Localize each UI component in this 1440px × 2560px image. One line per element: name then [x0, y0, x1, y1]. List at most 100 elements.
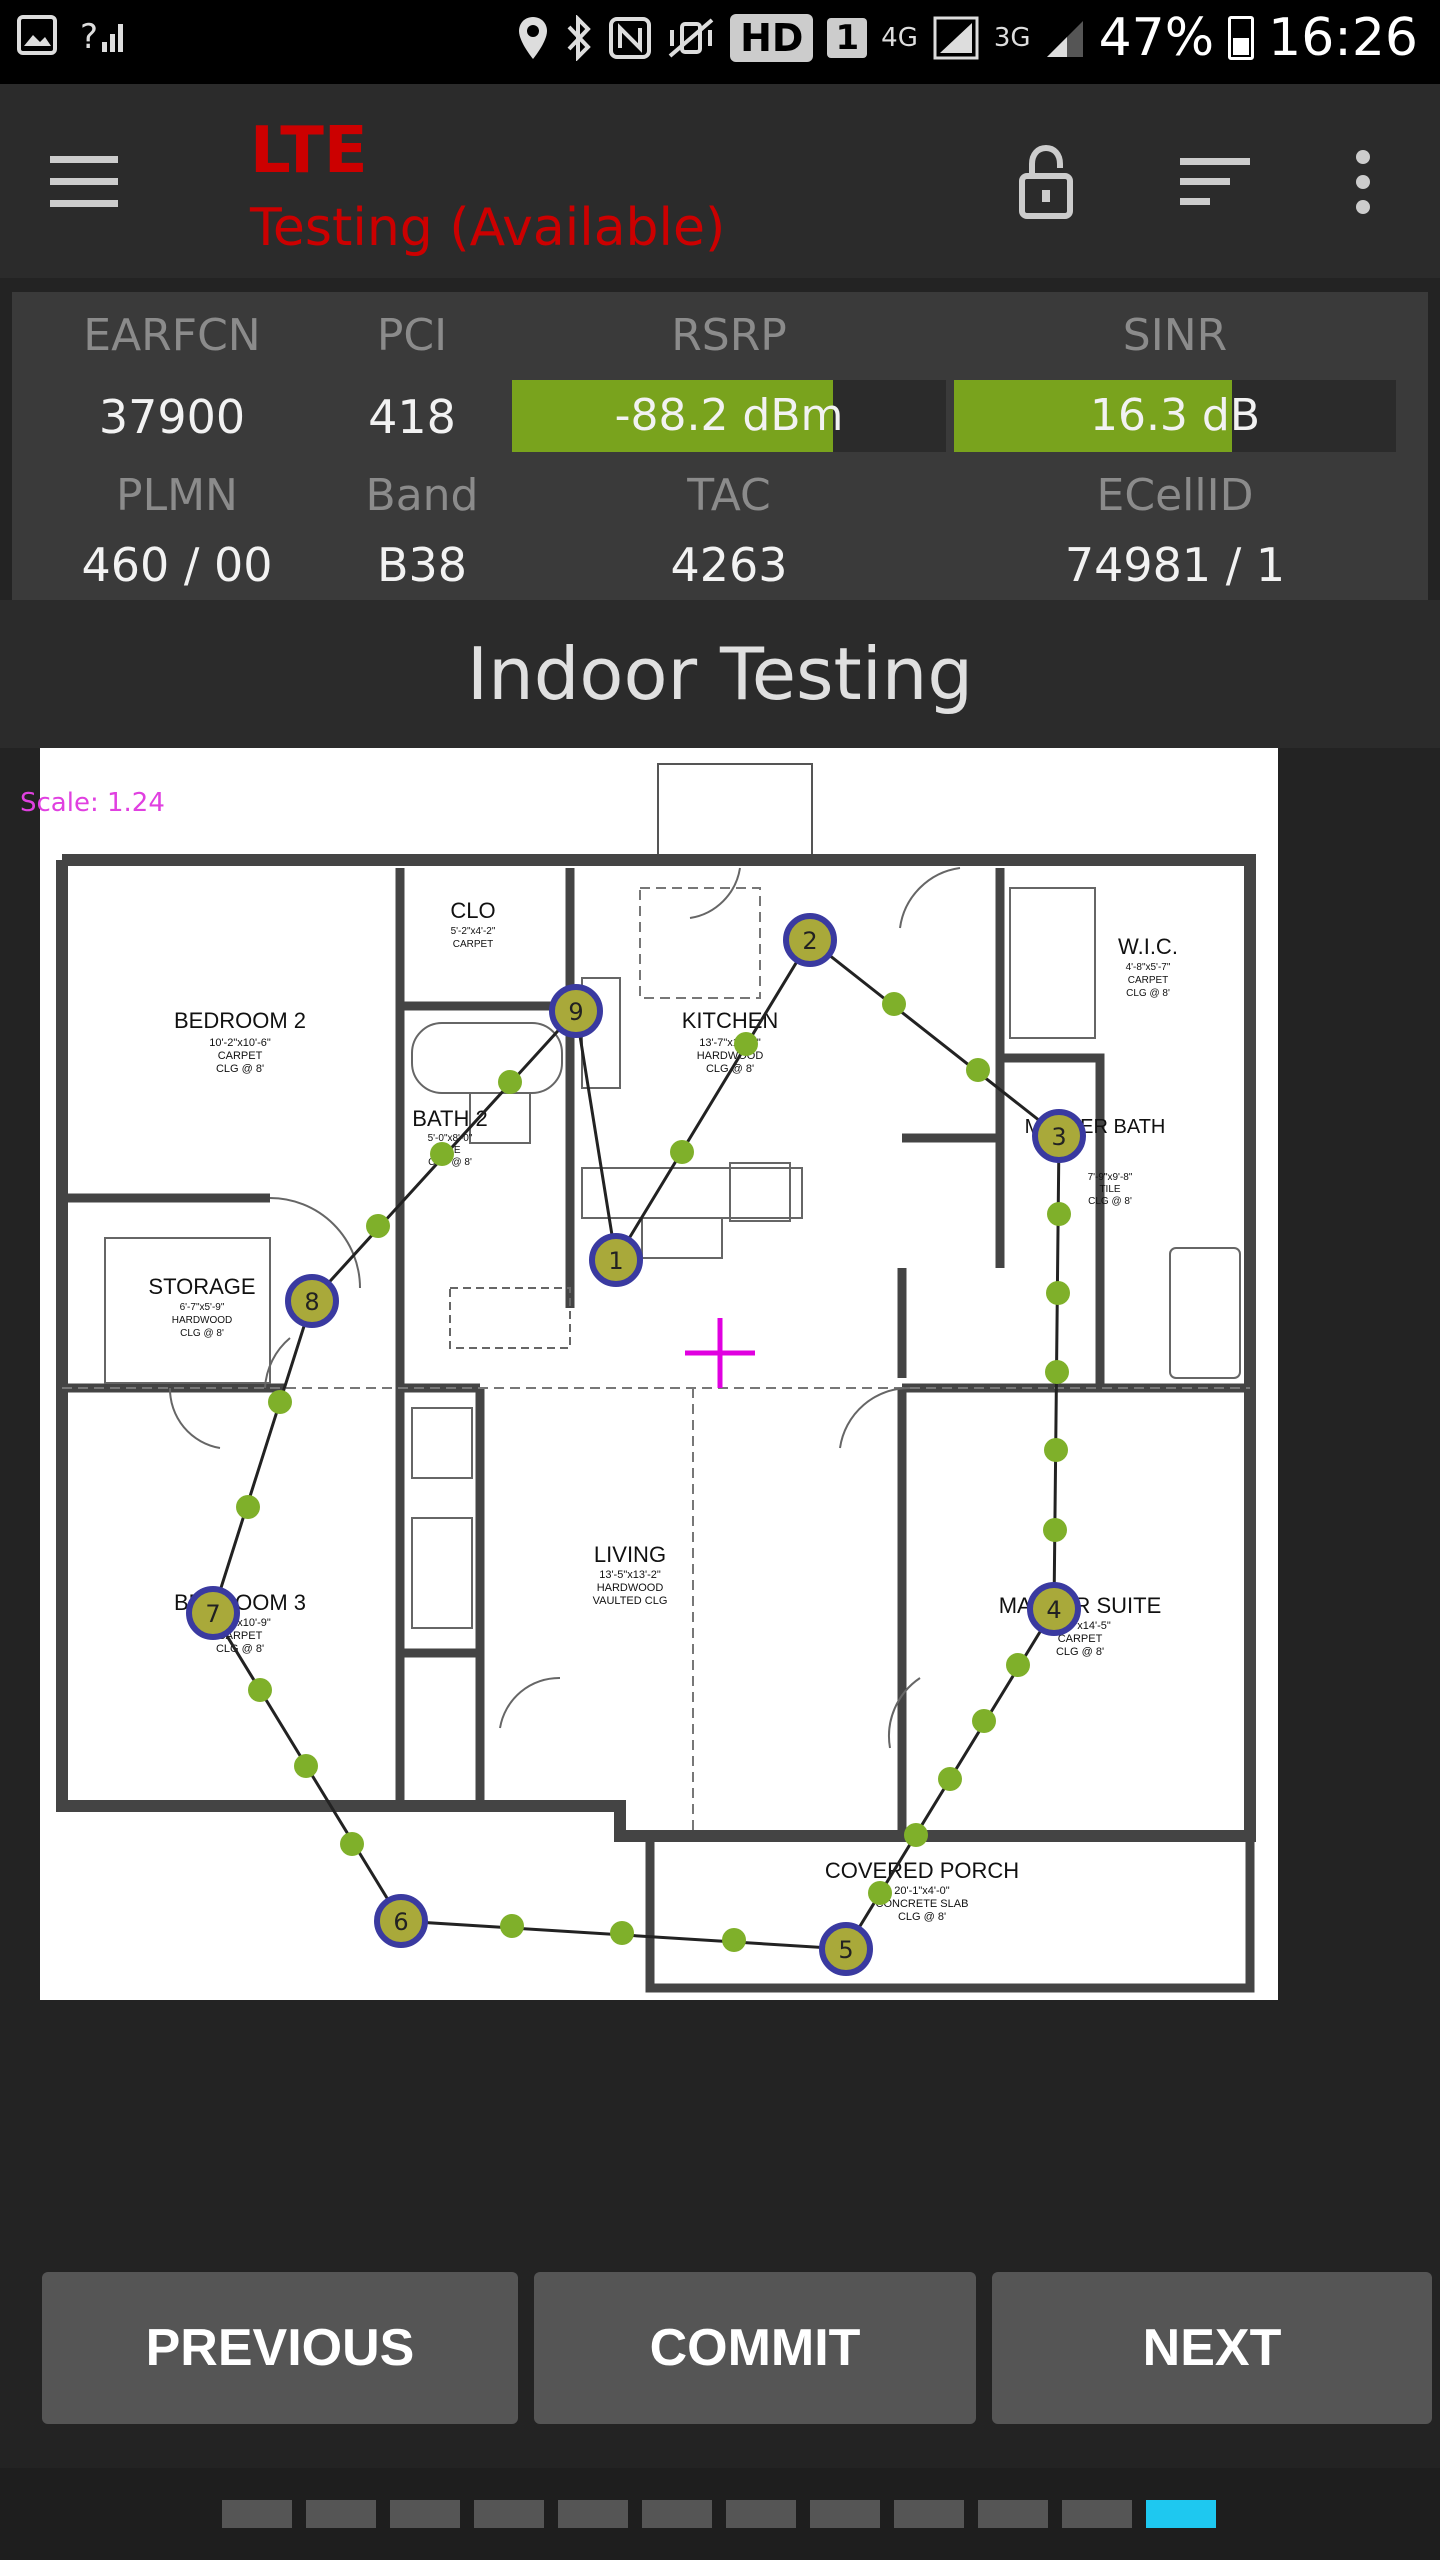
svg-text:2: 2: [802, 927, 817, 955]
marker-5[interactable]: 5: [819, 1922, 873, 1976]
marker-7[interactable]: 7: [186, 1586, 240, 1640]
svg-text:1: 1: [608, 1247, 623, 1275]
section-title-band: [0, 600, 1440, 748]
room-kitchen-name: KITCHEN: [682, 1008, 779, 1033]
sample-point: [1047, 1202, 1071, 1226]
crosshair-icon: [685, 1318, 755, 1388]
marker-4[interactable]: 4: [1027, 1582, 1081, 1636]
signal-strength-icon: [933, 16, 979, 60]
room-wic-floor: CARPET: [1128, 975, 1169, 986]
pci-value: 418: [368, 390, 456, 444]
sample-point: [248, 1678, 272, 1702]
marker-6[interactable]: 6: [374, 1894, 428, 1948]
page-indicator-dot: [1062, 2500, 1132, 2528]
floor-plan-drawing: BEDROOM 2 10'-2"x10'-6" CARPET CLG @ 8' …: [56, 763, 1256, 1993]
svg-text:3: 3: [1051, 1123, 1066, 1151]
nfc-icon: [609, 17, 652, 59]
svg-text:7: 7: [205, 1600, 220, 1628]
previous-button[interactable]: PREVIOUS: [42, 2272, 518, 2424]
sample-point: [972, 1709, 996, 1733]
room-clo-name: CLO: [450, 898, 495, 923]
sample-point: [1006, 1653, 1030, 1677]
room-living-name: LIVING: [594, 1542, 666, 1567]
unlock-icon[interactable]: [1018, 144, 1074, 220]
app-bar: LTE Testing (Available): [0, 84, 1440, 278]
app-title: LTE: [250, 114, 368, 188]
location-icon: [519, 17, 548, 59]
more-options-icon[interactable]: [1352, 150, 1372, 214]
marker-9[interactable]: 9: [549, 984, 603, 1038]
room-storage-name: STORAGE: [148, 1274, 255, 1299]
marker-8[interactable]: 8: [285, 1274, 339, 1328]
room-bedroom-2-ceiling: CLG @ 8': [216, 1063, 264, 1075]
sample-point: [904, 1823, 928, 1847]
sample-point: [938, 1767, 962, 1791]
room-bath-2-name: BATH 2: [412, 1106, 487, 1131]
floor-plan-map[interactable]: BEDROOM 2 10'-2"x10'-6" CARPET CLG @ 8' …: [40, 748, 1278, 2000]
plmn-label: PLMN: [116, 470, 238, 521]
sample-point: [294, 1754, 318, 1778]
room-master-suite-floor: CARPET: [1058, 1633, 1103, 1645]
commit-button[interactable]: COMMIT: [534, 2272, 976, 2424]
room-master-bath-dims: 7'-9"x9'-8": [1088, 1172, 1133, 1183]
sample-point: [1044, 1438, 1068, 1462]
tac-label: TAC: [687, 470, 771, 521]
page-indicator-dot: [978, 2500, 1048, 2528]
map-scale-label: Scale: 1.24: [20, 788, 165, 818]
room-kitchen-ceiling: CLG @ 8': [706, 1063, 754, 1075]
room-wic-name: W.I.C.: [1118, 934, 1178, 959]
page-indicator-dot: [390, 2500, 460, 2528]
hd-voice-badge: HD: [730, 14, 814, 62]
sample-point: [366, 1214, 390, 1238]
next-button[interactable]: NEXT: [992, 2272, 1432, 2424]
room-bath-2-dims: 5'-0"x8'-0": [428, 1133, 473, 1144]
signal-strength-secondary-icon: [1046, 21, 1083, 57]
cell-info-panel: EARFCN 37900 PCI 418 RSRP -88.2 dBm SINR…: [12, 292, 1428, 600]
rsrp-bar: -88.2 dBm: [512, 380, 946, 452]
rsrp-bar-fill: [512, 380, 834, 452]
room-bedroom-2-floor: CARPET: [218, 1050, 263, 1062]
earfcn-label: EARFCN: [83, 310, 261, 361]
hamburger-menu-icon[interactable]: [50, 156, 118, 208]
page-indicator-dot: [894, 2500, 964, 2528]
rsrp-label: RSRP: [671, 310, 787, 361]
band-value: B38: [376, 538, 468, 592]
page-indicator-dot: [810, 2500, 880, 2528]
sort-filter-icon[interactable]: [1180, 158, 1250, 208]
marker-3[interactable]: 3: [1032, 1109, 1086, 1163]
sample-point: [430, 1142, 454, 1166]
tac-value: 4263: [670, 538, 788, 592]
room-storage-dims: 6'-7"x5'-9": [180, 1302, 225, 1313]
marker-2[interactable]: 2: [783, 913, 837, 967]
sample-point: [1045, 1360, 1069, 1384]
earfcn-value: 37900: [98, 390, 246, 444]
band-label: Band: [365, 470, 479, 521]
sample-point: [340, 1832, 364, 1856]
sample-point: [882, 992, 906, 1016]
sample-point: [722, 1928, 746, 1952]
page-indicator-dot: [642, 2500, 712, 2528]
room-bedroom-2-name: BEDROOM 2: [174, 1008, 306, 1033]
network-3g-label: 3G: [993, 23, 1031, 53]
ecellid-label: ECellID: [1096, 470, 1254, 521]
network-4g-label: 4G: [881, 23, 918, 53]
room-master-bath-ceiling: CLG @ 8': [1088, 1196, 1132, 1207]
sim-slot-badge: 1: [827, 18, 868, 58]
room-covered-porch-ceiling: CLG @ 8': [898, 1911, 946, 1923]
room-bedroom-2-dims: 10'-2"x10'-6": [209, 1037, 271, 1049]
svg-text:9: 9: [568, 998, 583, 1026]
sample-point: [868, 1881, 892, 1905]
room-clo-dims: 5'-2"x4'-2": [451, 926, 496, 937]
room-clo-floor: CARPET: [453, 939, 494, 950]
marker-1[interactable]: 1: [589, 1233, 643, 1287]
room-master-bath-floor: TILE: [1099, 1184, 1120, 1195]
sample-point: [1043, 1518, 1067, 1542]
app-subtitle: Testing (Available): [250, 198, 726, 258]
room-master-suite-ceiling: CLG @ 8': [1056, 1646, 1104, 1658]
ecellid-value: 74981 / 1: [1064, 538, 1286, 592]
sinr-bar-fill: [954, 380, 1233, 452]
sample-point: [670, 1140, 694, 1164]
page-indicator-dot: [474, 2500, 544, 2528]
section-title: Indoor Testing: [466, 632, 974, 716]
room-living-ceiling: VAULTED CLG: [593, 1595, 668, 1607]
